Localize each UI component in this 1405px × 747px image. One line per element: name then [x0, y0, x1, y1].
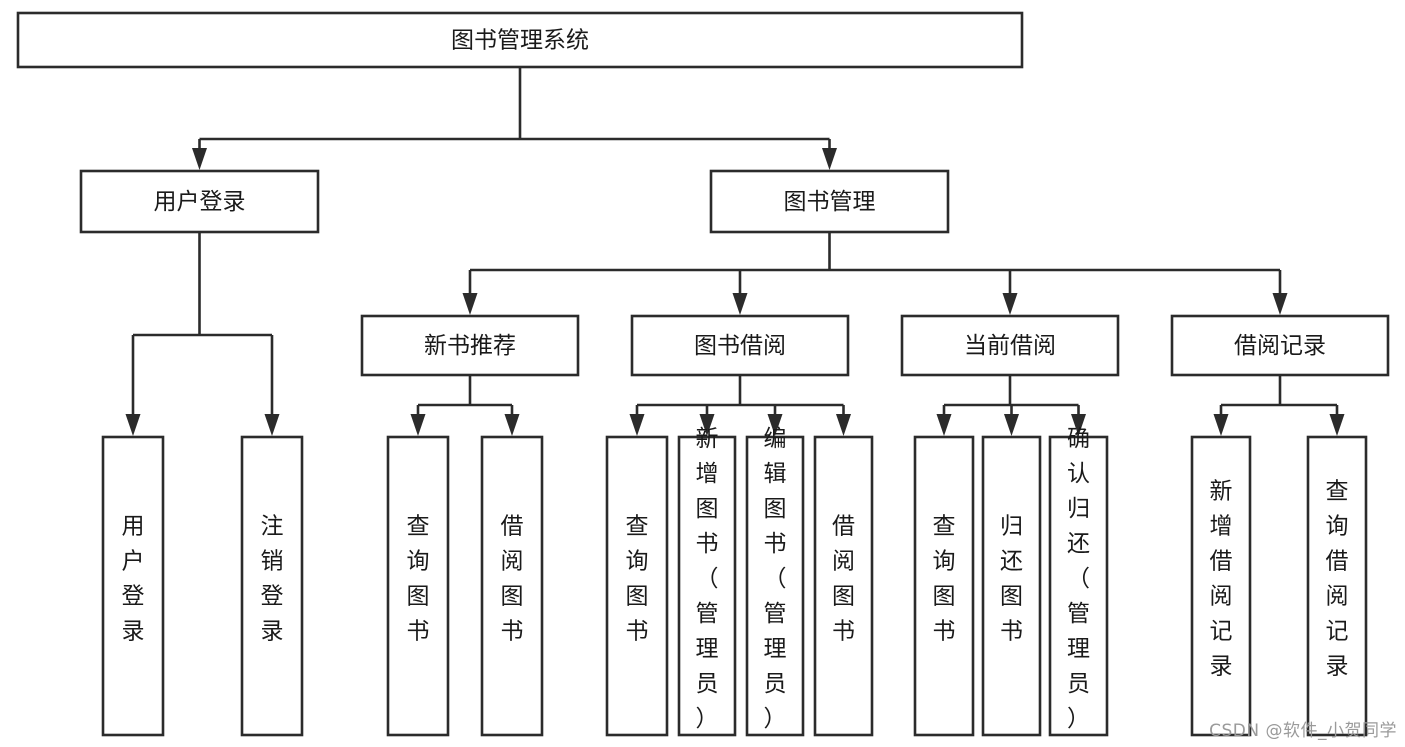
arrow-head-icon: [264, 414, 280, 436]
node-label: 用户登录: [154, 189, 246, 215]
node-label: 借阅图书: [832, 514, 855, 645]
node-label: 借阅图书: [501, 514, 524, 645]
node-box[interactable]: [16, 11, 1024, 69]
node-label: 编辑图书（管理员）: [764, 426, 787, 732]
edge-group: [462, 232, 1288, 315]
node-leaf-query-book-3[interactable]: 查询图书: [913, 435, 975, 737]
node-leaf-query-book-1[interactable]: 查询图书: [386, 435, 450, 737]
arrow-head-icon: [192, 148, 207, 170]
node-label: 查询图书: [933, 514, 956, 645]
node-borrow-record[interactable]: 借阅记录: [1170, 314, 1390, 377]
node-box[interactable]: [813, 435, 874, 737]
edge-group: [629, 375, 851, 436]
node-box[interactable]: [913, 435, 975, 737]
arrow-head-icon: [1329, 414, 1345, 436]
node-box[interactable]: [1048, 435, 1109, 737]
node-box[interactable]: [605, 435, 669, 737]
node-label: 注销登录: [261, 514, 284, 645]
arrow-head-icon: [410, 414, 426, 436]
node-leaf-add-record[interactable]: 新增借阅记录: [1190, 435, 1252, 737]
node-box[interactable]: [900, 314, 1120, 377]
node-box[interactable]: [480, 435, 544, 737]
node-label: 新书推荐: [424, 333, 516, 359]
node-layer: 图书管理系统用户登录图书管理新书推荐图书借阅当前借阅借阅记录用户登录注销登录查询…: [16, 11, 1390, 737]
arrow-head-icon: [125, 414, 141, 436]
node-new-book-recommend[interactable]: 新书推荐: [360, 314, 580, 377]
node-label: 查询图书: [626, 514, 649, 645]
node-current-borrow[interactable]: 当前借阅: [900, 314, 1120, 377]
node-leaf-user-login[interactable]: 用户登录: [101, 435, 165, 737]
arrow-head-icon: [629, 414, 645, 436]
node-label: 新增图书（管理员）: [696, 426, 719, 732]
arrow-head-icon: [1071, 414, 1086, 436]
node-user-login[interactable]: 用户登录: [79, 169, 320, 234]
node-leaf-borrow-book-2[interactable]: 借阅图书: [813, 435, 874, 737]
arrow-head-icon: [1002, 293, 1018, 315]
node-label: 归还图书: [1000, 514, 1023, 645]
node-box[interactable]: [1306, 435, 1368, 737]
node-leaf-add-book[interactable]: 新增图书（管理员）: [677, 426, 737, 737]
arrow-head-icon: [836, 414, 851, 436]
node-label: 借阅记录: [1234, 333, 1326, 359]
edge-group: [1213, 375, 1345, 436]
node-label: 当前借阅: [964, 333, 1056, 359]
node-leaf-confirm-return[interactable]: 确认归还（管理员）: [1048, 426, 1109, 737]
node-box[interactable]: [709, 169, 950, 234]
arrow-head-icon: [1004, 414, 1019, 436]
edge-group: [936, 375, 1086, 436]
node-label: 图书管理系统: [451, 28, 589, 54]
arrow-head-icon: [1213, 414, 1229, 436]
node-box[interactable]: [745, 435, 805, 737]
node-book-borrow[interactable]: 图书借阅: [630, 314, 850, 377]
node-label: 图书借阅: [694, 333, 786, 359]
node-box[interactable]: [79, 169, 320, 234]
node-leaf-logout[interactable]: 注销登录: [240, 435, 304, 737]
arrow-head-icon: [767, 414, 783, 436]
edge-group: [192, 67, 837, 170]
node-box[interactable]: [1170, 314, 1390, 377]
node-box[interactable]: [386, 435, 450, 737]
node-label: 确认归还（管理员）: [1067, 426, 1090, 732]
node-book-manage[interactable]: 图书管理: [709, 169, 950, 234]
arrow-head-icon: [699, 414, 715, 436]
arrow-head-icon: [462, 293, 478, 315]
node-leaf-query-book-2[interactable]: 查询图书: [605, 435, 669, 737]
arrow-head-icon: [504, 414, 520, 436]
node-box[interactable]: [1190, 435, 1252, 737]
node-label: 图书管理: [784, 189, 876, 215]
node-leaf-borrow-book-1[interactable]: 借阅图书: [480, 435, 544, 737]
edge-layer: [125, 67, 1345, 436]
node-label: 查询图书: [407, 514, 430, 645]
arrow-head-icon: [822, 148, 837, 170]
node-box[interactable]: [981, 435, 1042, 737]
node-label: 用户登录: [122, 514, 145, 645]
node-box[interactable]: [240, 435, 304, 737]
node-label: 查询借阅记录: [1326, 479, 1349, 680]
arrow-head-icon: [732, 293, 748, 315]
edge-group: [410, 375, 520, 436]
arrow-head-icon: [936, 414, 952, 436]
edge-group: [125, 232, 280, 436]
node-box[interactable]: [360, 314, 580, 377]
node-leaf-edit-book[interactable]: 编辑图书（管理员）: [745, 426, 805, 737]
arrow-head-icon: [1272, 293, 1288, 315]
node-root[interactable]: 图书管理系统: [16, 11, 1024, 69]
node-leaf-query-record[interactable]: 查询借阅记录: [1306, 435, 1368, 737]
node-box[interactable]: [101, 435, 165, 737]
node-label: 新增借阅记录: [1210, 479, 1233, 680]
node-box[interactable]: [677, 435, 737, 737]
node-leaf-return-book[interactable]: 归还图书: [981, 435, 1042, 737]
node-box[interactable]: [630, 314, 850, 377]
